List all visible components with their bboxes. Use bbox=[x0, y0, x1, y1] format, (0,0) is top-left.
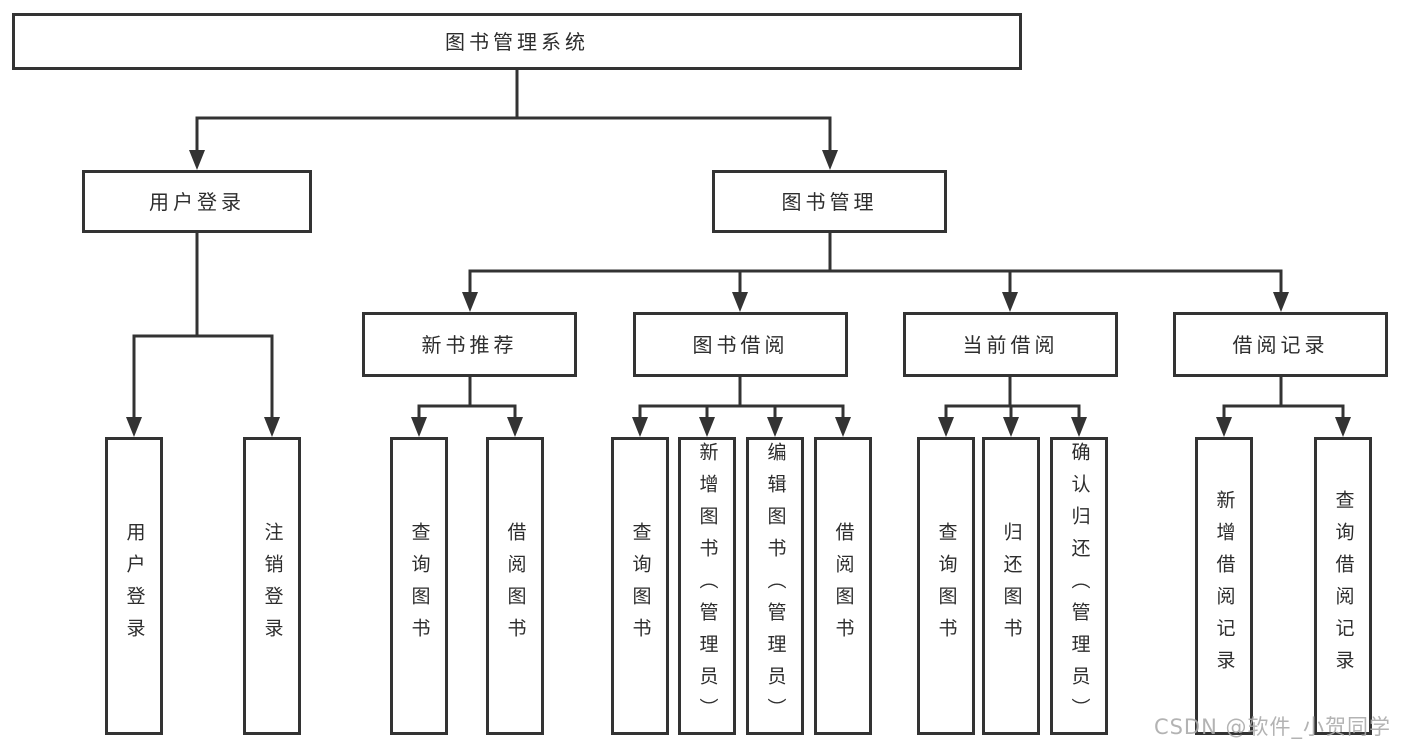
leaf-query-books-borrow: 查询图书 bbox=[611, 437, 669, 735]
leaf-edit-books-admin: 编辑图书（管理员） bbox=[746, 437, 804, 735]
leaf-query-books-recommend: 查询图书 bbox=[390, 437, 448, 735]
leaf-add-books-admin: 新增图书（管理员） bbox=[678, 437, 736, 735]
leaf-confirm-return-admin: 确认归还（管理员） bbox=[1050, 437, 1108, 735]
csdn-watermark: CSDN @软件_小贺同学 bbox=[1153, 715, 1391, 739]
arrowhead-icons bbox=[126, 150, 1351, 437]
node-current-borrow: 当前借阅 bbox=[903, 312, 1118, 377]
leaf-logout: 注销登录 bbox=[243, 437, 301, 735]
node-borrow-records: 借阅记录 bbox=[1173, 312, 1388, 377]
node-new-book-recommend: 新书推荐 bbox=[362, 312, 577, 377]
leaf-add-borrow-record: 新增借阅记录 bbox=[1195, 437, 1253, 735]
node-book-management: 图书管理 bbox=[712, 170, 947, 233]
leaf-query-borrow-record: 查询借阅记录 bbox=[1314, 437, 1372, 735]
node-book-borrow: 图书借阅 bbox=[633, 312, 848, 377]
leaf-borrow-books: 借阅图书 bbox=[814, 437, 872, 735]
node-root-system: 图书管理系统 bbox=[12, 13, 1022, 70]
leaf-user-login: 用户登录 bbox=[105, 437, 163, 735]
leaf-query-books-current: 查询图书 bbox=[917, 437, 975, 735]
node-user-login: 用户登录 bbox=[82, 170, 312, 233]
leaf-return-books: 归还图书 bbox=[982, 437, 1040, 735]
leaf-borrow-books-recommend: 借阅图书 bbox=[486, 437, 544, 735]
